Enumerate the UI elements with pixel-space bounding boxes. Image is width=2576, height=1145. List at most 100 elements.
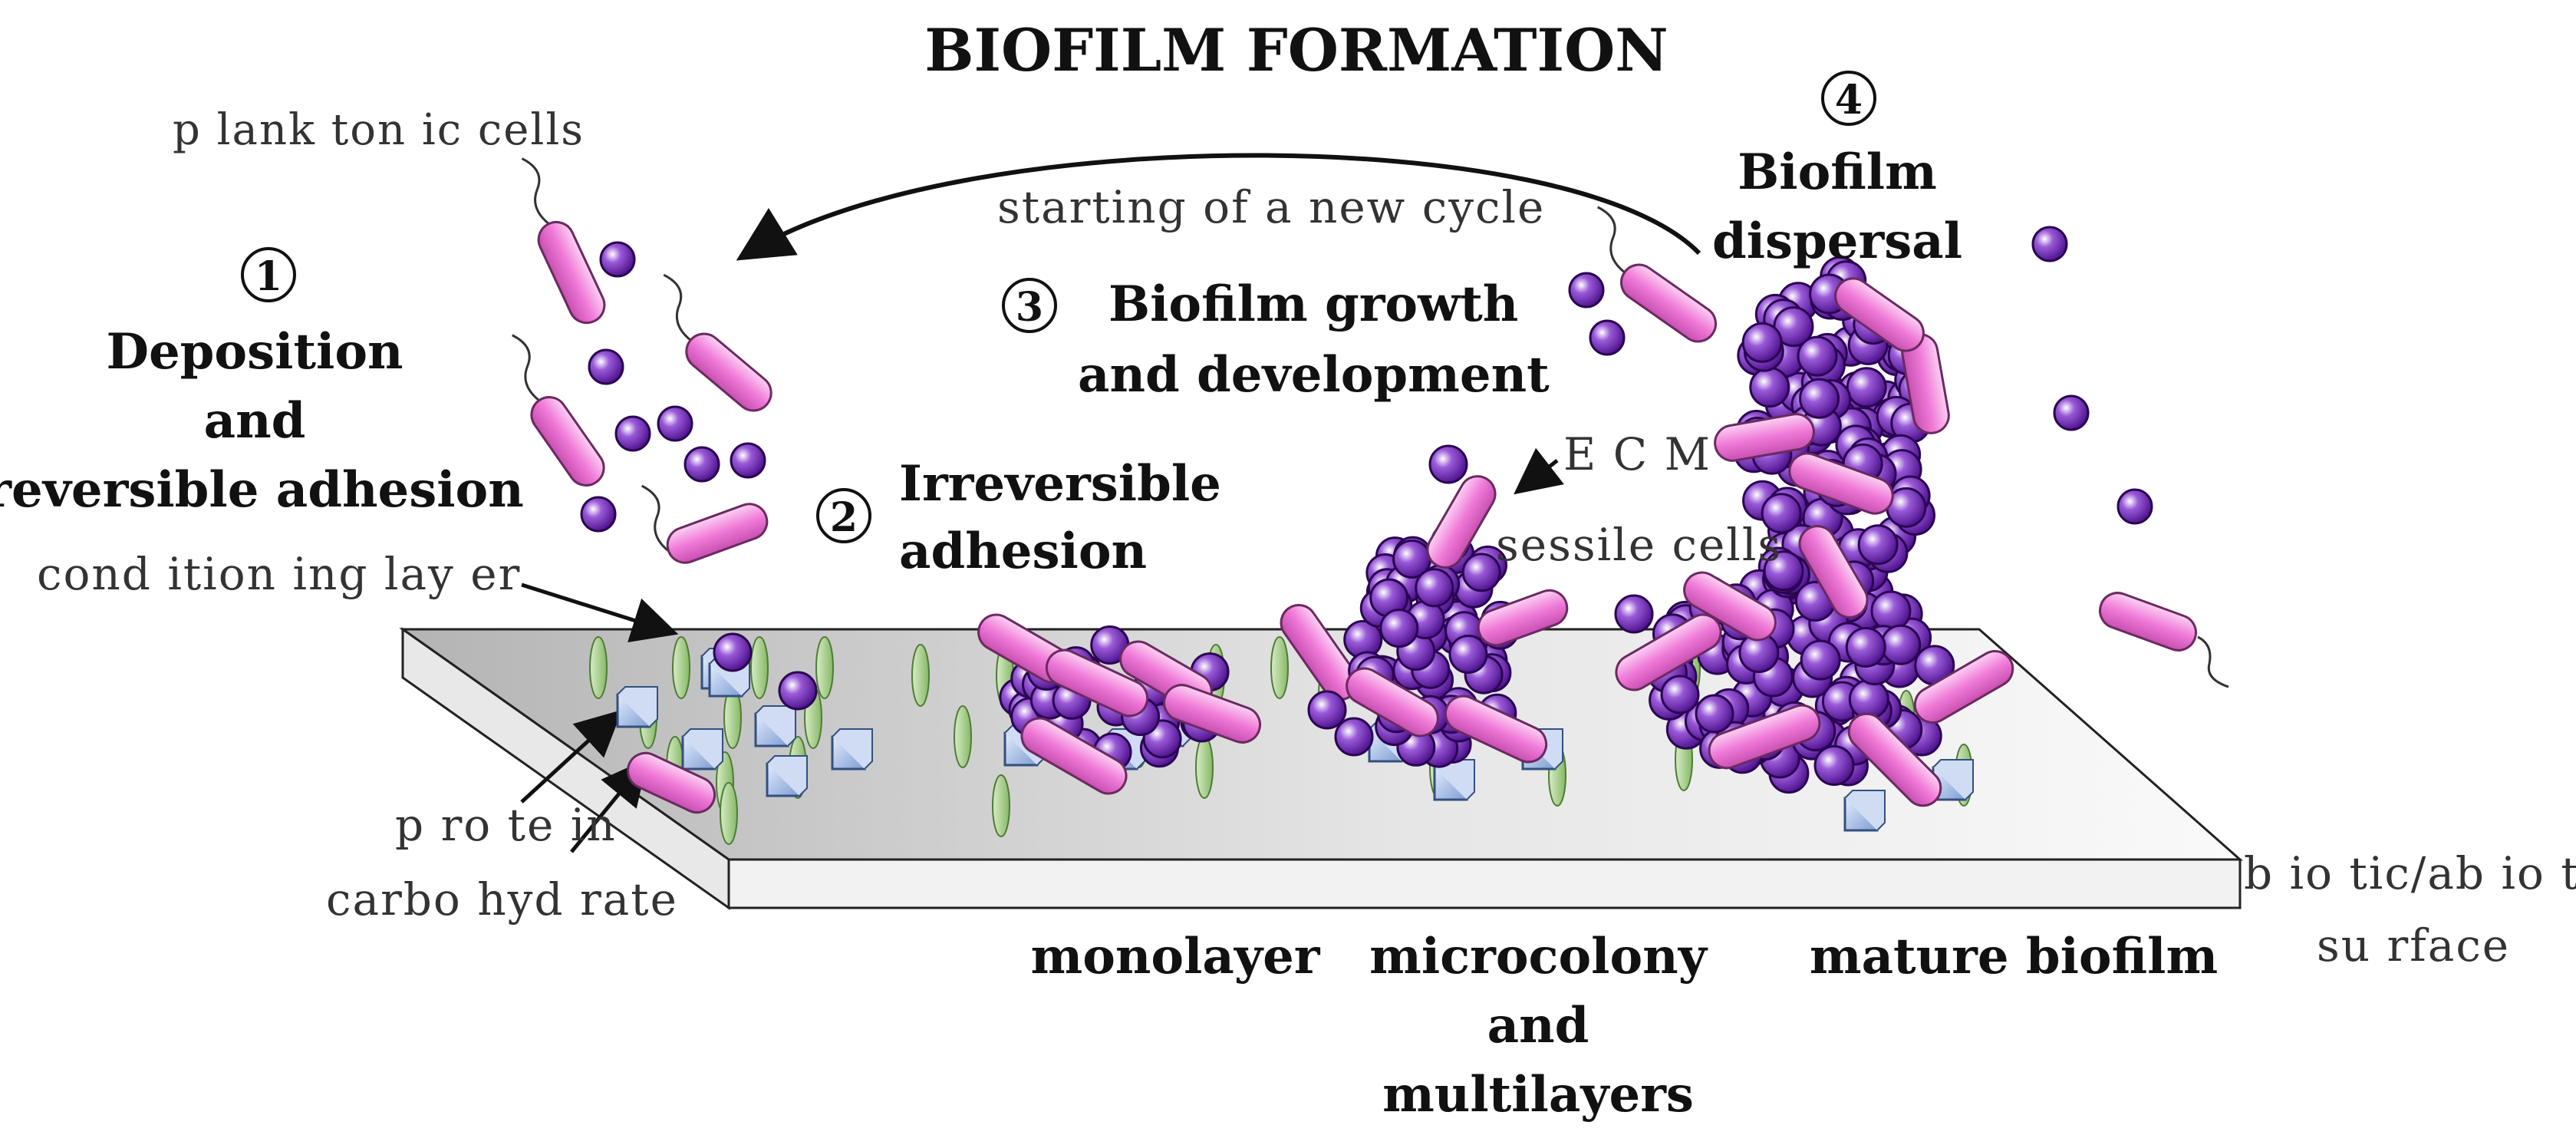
- coccus-bacterium: [1845, 627, 1886, 668]
- flagellum: [1596, 206, 1626, 274]
- microcolony-label-line-3: multilayers: [1382, 1066, 1694, 1124]
- rod-bacterium: [530, 396, 605, 487]
- rod-bacterium: [1615, 613, 1722, 691]
- coccus-bacterium: [1660, 675, 1700, 714]
- stage-4-line-2: dispersal: [1712, 213, 1962, 270]
- stage-1-line-3: reversible adhesion: [0, 461, 524, 519]
- coccus-bacterium: [2116, 488, 2153, 525]
- coccus-bacterium: [1846, 367, 1887, 408]
- microcolony-label-line-2: and: [1487, 997, 1589, 1054]
- flagellum: [521, 157, 550, 225]
- flagellum: [663, 273, 692, 342]
- coccus-bacterium: [1857, 524, 1899, 566]
- cell-layer: [512, 157, 2229, 845]
- protein-cube-side: [617, 686, 658, 728]
- coccus-bacterium: [2031, 226, 2068, 262]
- coccus-bacterium: [1334, 717, 1374, 757]
- coccus-bacterium: [1800, 639, 1841, 681]
- rod-bacterium: [1708, 704, 1821, 770]
- coccus-bacterium: [1695, 694, 1734, 734]
- coccus-bacterium: [1797, 335, 1838, 377]
- coccus-bacterium: [1761, 493, 1802, 534]
- stage-3-line-1: Biofilm growth: [1108, 276, 1518, 333]
- coccus-bacterium: [588, 348, 624, 385]
- coccus-bacterium: [1428, 444, 1468, 484]
- carbohydrate-oval: [720, 782, 738, 845]
- protein-cube-side: [766, 755, 808, 797]
- sessile-cells-label: sessile cells: [1496, 519, 1782, 571]
- stage-1-line-1: Deposition: [106, 323, 403, 381]
- rod-bacterium: [1045, 648, 1149, 718]
- rod-bacterium: [1683, 571, 1777, 642]
- ecm-label: E C M: [1563, 428, 1711, 480]
- coccus-bacterium: [614, 415, 651, 452]
- coccus-bacterium: [730, 442, 766, 479]
- carbohydrate-oval: [589, 636, 608, 699]
- stage-3-line-2: and development: [1078, 346, 1550, 404]
- coccus-bacterium: [778, 671, 818, 711]
- coccus-bacterium: [1614, 594, 1654, 634]
- rod-bacterium: [1847, 712, 1942, 807]
- rod-bacterium: [1714, 413, 1815, 462]
- rod-bacterium: [1619, 263, 1718, 343]
- stage-1-line-2: and: [204, 392, 306, 450]
- protein-cube-side: [1844, 790, 1886, 831]
- coccus-bacterium: [1461, 553, 1501, 592]
- rod-bacterium: [1426, 475, 1497, 569]
- protein-label: p ro te in: [395, 799, 617, 851]
- protein-cube-side: [682, 728, 723, 770]
- rod-bacterium: [626, 751, 716, 814]
- protein-cube-side: [1932, 759, 1974, 800]
- coccus-bacterium: [1415, 568, 1454, 608]
- carbohydrate-oval: [750, 636, 769, 699]
- carbohydrate-oval: [672, 636, 690, 699]
- coccus-bacterium: [1589, 319, 1626, 356]
- rod-bacterium: [1163, 684, 1261, 744]
- coccus-bacterium: [1870, 590, 1912, 632]
- stage-2-number: 2: [830, 494, 858, 541]
- carbohydrate-oval: [911, 644, 930, 707]
- rod-bacterium: [1477, 589, 1569, 647]
- stage-3-number-circle: [1002, 278, 1057, 333]
- carbohydrate-label: carbo hyd rate: [326, 873, 678, 926]
- flagellum: [2197, 635, 2229, 688]
- stage-3-number: 3: [1016, 284, 1043, 331]
- rod-bacterium: [1913, 650, 2014, 724]
- coccus-bacterium: [1379, 609, 1419, 648]
- coccus-bacterium: [1448, 635, 1488, 675]
- rod-bacterium: [1788, 452, 1894, 515]
- rod-bacterium: [1798, 525, 1869, 619]
- protein-cube-side: [832, 728, 873, 770]
- coccus-bacterium: [713, 632, 753, 672]
- coccus-bacterium: [1741, 322, 1783, 363]
- coccus-bacterium: [1813, 745, 1855, 787]
- coccus-bacterium: [2053, 394, 2090, 431]
- stage-3: 3 Biofilm growth and development: [1002, 276, 1550, 404]
- conditioning-layer-arrow: [521, 582, 679, 643]
- carbohydrate-oval: [1270, 636, 1289, 699]
- protein-arrow: [520, 709, 623, 803]
- coccus-bacterium: [1880, 624, 1922, 665]
- diagram-title: BIOFILM FORMATION: [924, 16, 1668, 84]
- carbohydrate-oval: [1195, 736, 1214, 799]
- stage-1-number-circle: [241, 247, 296, 302]
- coccus-bacterium: [580, 496, 617, 533]
- carbohydrate-oval: [954, 705, 972, 768]
- stage-4-number: 4: [1835, 77, 1863, 124]
- stage-1: 1 Deposition and reversible adhesion: [0, 247, 524, 519]
- planktonic-cells-label: p lank ton ic cells: [173, 105, 585, 155]
- surface-label-line-2: su rface: [2317, 919, 2510, 972]
- coccus-bacterium: [657, 405, 693, 442]
- coccus-bacterium: [1848, 678, 1889, 720]
- carbohydrate-oval: [815, 636, 834, 699]
- rod-bacterium: [685, 332, 772, 412]
- coccus-bacterium: [1568, 272, 1605, 309]
- conditioning-layer-label: cond ition ing lay er: [37, 548, 521, 600]
- coccus-bacterium: [1307, 690, 1347, 730]
- surface-label-line-1: b io tic/ab io tic: [2244, 847, 2576, 899]
- microcolony-label-line-1: microcolony: [1369, 928, 1708, 985]
- new-cycle-arrow: [736, 153, 1701, 261]
- mature-biofilm-label: mature biofilm: [1810, 928, 2218, 985]
- rod-bacterium: [1444, 695, 1548, 764]
- stage-4: 4 Biofilm dispersal: [1712, 71, 1962, 270]
